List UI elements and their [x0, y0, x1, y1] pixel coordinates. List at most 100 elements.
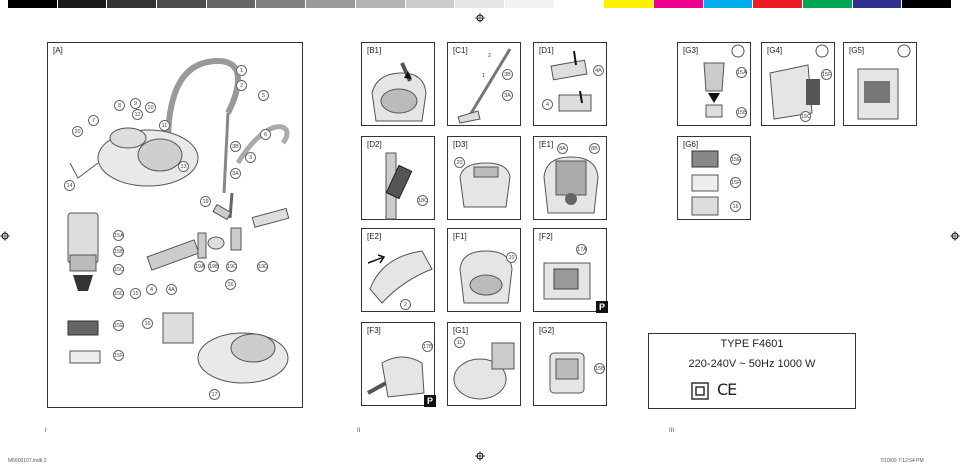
panel-f1: [F1] 10 [447, 228, 521, 312]
e2-callout-2: 2 [400, 299, 411, 310]
e1-illustration [543, 156, 599, 214]
footer-date: 7/10/09 7:12:54 PM [880, 458, 924, 464]
g4-callout-15f: 15F [821, 69, 832, 80]
g3-illustration [703, 44, 745, 118]
d3-callout-20: 20 [454, 157, 465, 168]
panel-c1-label: [C1] [453, 46, 468, 55]
f1-illustration [459, 250, 513, 304]
footer-file: M6600107.indb 2 [8, 458, 47, 464]
page-number-left: I [45, 428, 47, 434]
g3-callout-15a: 15A [736, 67, 747, 78]
f3-illustration [367, 356, 425, 398]
f3-p-mark: P [424, 395, 436, 407]
panel-d2: [D2] 18C [361, 136, 435, 220]
callout-2: 2 [236, 80, 247, 91]
color-swatch [803, 0, 853, 8]
callout-19: 19 [200, 196, 211, 207]
panel-f3: [F3] 17B P [361, 322, 436, 407]
callout-9: 9 [130, 98, 141, 109]
panel-g5-label: [G5] [849, 46, 865, 55]
callout-3a: 3A [230, 168, 241, 179]
callout-14: 14 [64, 180, 75, 191]
callout-15f: 15F [113, 350, 124, 361]
callout-3b: 3B [230, 141, 241, 152]
vacuum-cleaner-assembly-illustration [67, 57, 290, 384]
panel-b1-label: [B1] [367, 46, 382, 55]
g6-callout-15f: 15F [730, 177, 741, 188]
color-bar [8, 0, 953, 8]
callout-4: 4 [146, 284, 157, 295]
f2-illustration [543, 262, 591, 300]
callout-7: 7 [88, 115, 99, 126]
callout-3: 3 [245, 152, 256, 163]
color-swatch [306, 0, 356, 8]
callout-1: 1 [236, 65, 247, 76]
color-swatch [902, 0, 953, 8]
color-swatch [206, 0, 257, 8]
callout-6: 6 [260, 129, 271, 140]
panel-d1-label: [D1] [539, 46, 554, 55]
panel-b1: [B1] [361, 42, 435, 126]
panel-g6: [G6] 15E 15F 16 [677, 136, 751, 220]
c1-callout-1: 1 [478, 71, 489, 82]
page-number-middle: II [357, 428, 361, 434]
e2-illustration [367, 250, 433, 304]
rating-plate: TYPE F4601 220-240V ~ 50Hz 1000 W CE [648, 333, 856, 409]
callout-19a: 19A [194, 261, 205, 272]
model-type: TYPE F4601 [720, 338, 784, 350]
registration-mark-left-icon [0, 228, 10, 246]
registration-mark-bottom-icon [475, 448, 485, 466]
e1-callout-8b: 8B [589, 143, 600, 154]
panel-f1-label: [F1] [453, 232, 467, 241]
color-swatch [8, 0, 58, 8]
panel-d1: [D1] 4A 4 [533, 42, 607, 126]
g6-callout-15e: 15E [730, 154, 741, 165]
f1-callout-10: 10 [506, 252, 517, 263]
callout-5: 5 [258, 90, 269, 101]
panel-g1-label: [G1] [453, 326, 469, 335]
callout-13: 13 [178, 161, 189, 172]
d1-illustration [550, 50, 592, 112]
panel-f3-label: [F3] [367, 326, 381, 335]
registration-mark-right-icon [950, 228, 960, 246]
callout-19d: 19D [257, 261, 268, 272]
panel-e2-label: [E2] [367, 232, 382, 241]
color-swatch [405, 0, 456, 8]
b1-illustration [371, 62, 427, 122]
g6-illustration [691, 150, 719, 216]
callout-19c: 19C [226, 261, 237, 272]
f2-callout-17a: 17A [576, 244, 587, 255]
panel-g4: [G4] 15F 15C [761, 42, 835, 126]
callout-15e: 15E [113, 320, 124, 331]
color-swatch [852, 0, 903, 8]
panel-e1-label: [E1] [539, 140, 554, 149]
color-swatch [355, 0, 406, 8]
g2-illustration [549, 352, 585, 394]
callout-11: 11 [159, 120, 170, 131]
color-swatch [504, 0, 555, 8]
callout-20: 20 [72, 126, 83, 137]
ce-mark-icon: CE [717, 380, 737, 399]
panel-d3-label: [D3] [453, 140, 468, 149]
panel-g3: [G3] 15A 15B [677, 42, 751, 126]
panel-g2-label: [G2] [539, 326, 555, 335]
panel-g6-label: [G6] [683, 140, 699, 149]
f2-p-mark: P [596, 301, 608, 313]
callout-15: 15 [130, 288, 141, 299]
callout-15c: 15C [113, 264, 124, 275]
g2-callout-15b: 15B [594, 363, 605, 374]
callout-16a: 16 [225, 279, 236, 290]
color-swatch [256, 0, 307, 8]
panel-d3: [D3] 20 [447, 136, 521, 220]
c1-callout-3a: 3A [502, 90, 513, 101]
panel-e1: [E1] 8A 8B [533, 136, 607, 220]
color-swatch [57, 0, 108, 8]
panel-a-label: [A] [53, 46, 63, 55]
panel-g3-label: [G3] [683, 46, 699, 55]
electrical-rating: 220-240V ~ 50Hz 1000 W [688, 358, 816, 370]
callout-15b: 15B [113, 246, 124, 257]
g1-illustration [453, 342, 515, 400]
panel-a: [A] 1 2 5 6 3B 3 3A 7 8 9 10 1 [47, 42, 303, 408]
d2-callout-18c: 18C [417, 195, 428, 206]
panel-g4-label: [G4] [767, 46, 783, 55]
